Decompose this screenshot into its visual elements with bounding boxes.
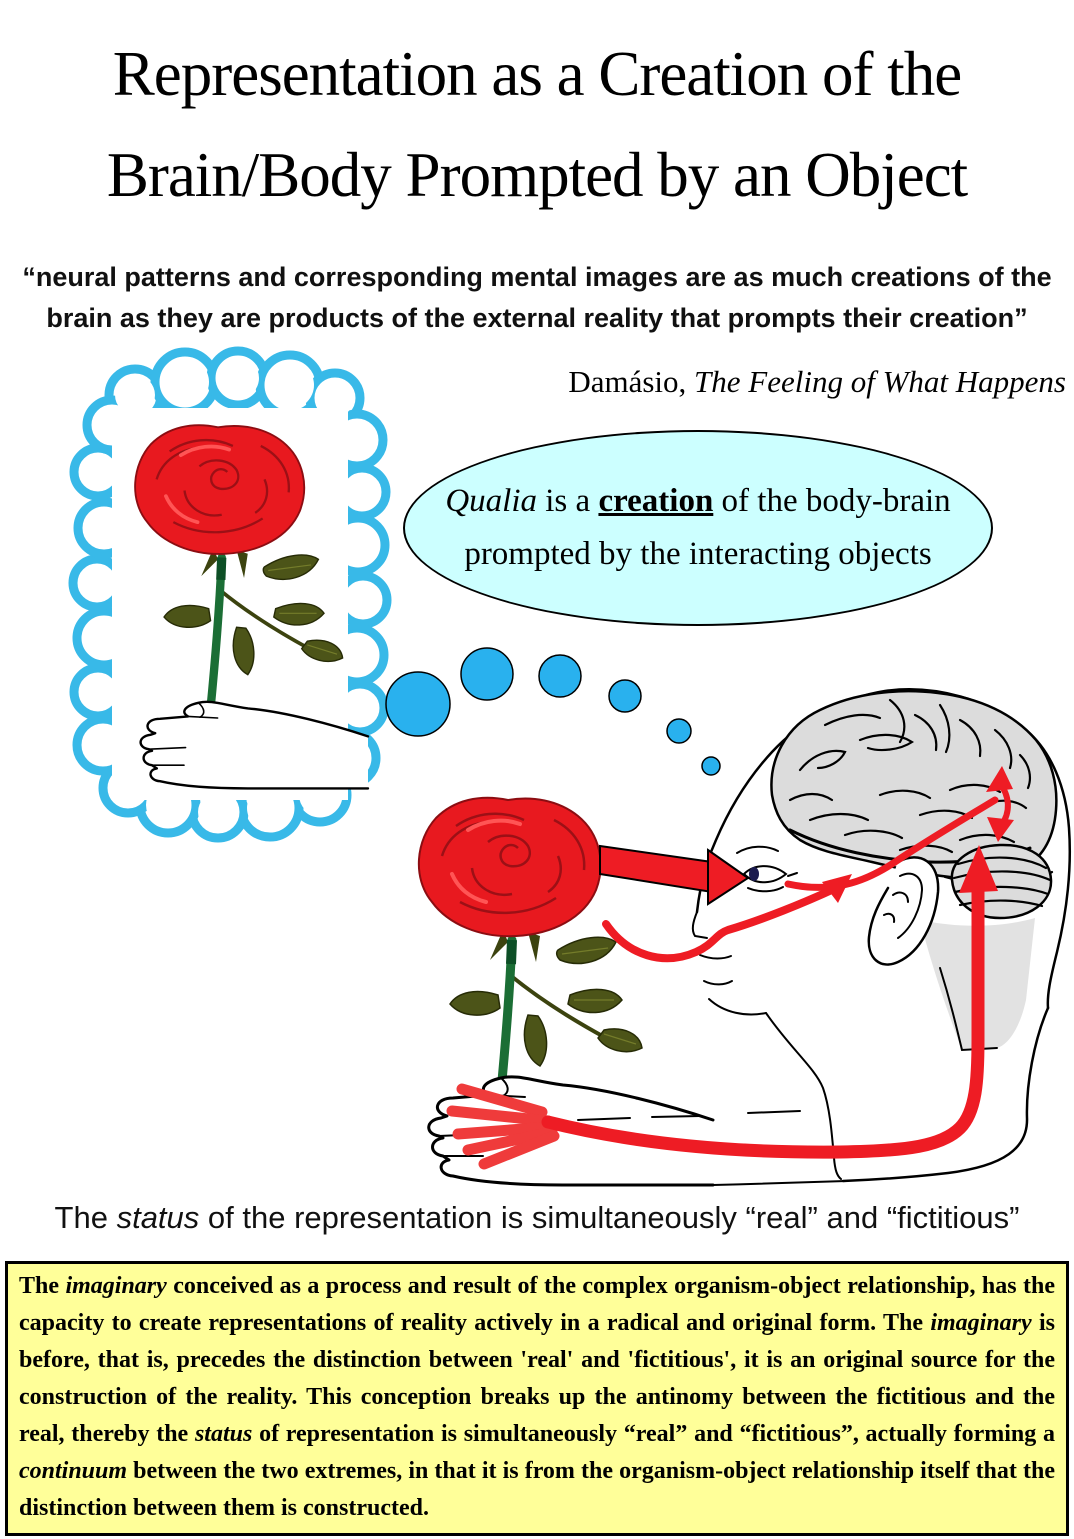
sensory-arrows bbox=[446, 766, 1014, 1170]
bubble-line-1: Qualia is a creation of the body-brain bbox=[445, 483, 951, 519]
optic-pathway bbox=[784, 796, 999, 891]
thought-cloud bbox=[68, 346, 392, 843]
smell-arrow bbox=[602, 874, 852, 963]
real-rose bbox=[419, 798, 642, 1102]
quote-line-1: “neural patterns and corresponding menta… bbox=[22, 262, 1052, 292]
bubble-line-2: prompted by the interacting objects bbox=[464, 536, 932, 572]
eyebrow bbox=[736, 845, 779, 854]
page-title: Representation as a Creation of the Brai… bbox=[0, 24, 1074, 226]
face bbox=[691, 845, 842, 1180]
thought-dots bbox=[385, 647, 721, 776]
sight-arrow bbox=[599, 844, 750, 906]
damasio-quote: “neural patterns and corresponding menta… bbox=[0, 257, 1074, 339]
quote-line-2: brain as they are products of the extern… bbox=[46, 303, 1028, 333]
head-illustration bbox=[691, 688, 1072, 1183]
touch-pathway bbox=[446, 845, 998, 1170]
visual-cortex-arrow bbox=[986, 766, 1014, 842]
title-line-2: Brain/Body Prompted by an Object bbox=[106, 140, 968, 210]
attribution: Damásio, The Feeling of What Happens bbox=[568, 364, 1066, 399]
status-line: The status of the representation is simu… bbox=[54, 1200, 1020, 1235]
qualia-bubble: Qualia is a creation of the body-brain p… bbox=[403, 430, 993, 626]
imaginary-text-box: The imaginary conceived as a process and… bbox=[5, 1261, 1069, 1536]
hand-and-arm bbox=[427, 1075, 847, 1187]
title-line-1: Representation as a Creation of the bbox=[112, 39, 962, 109]
ear bbox=[867, 856, 940, 966]
